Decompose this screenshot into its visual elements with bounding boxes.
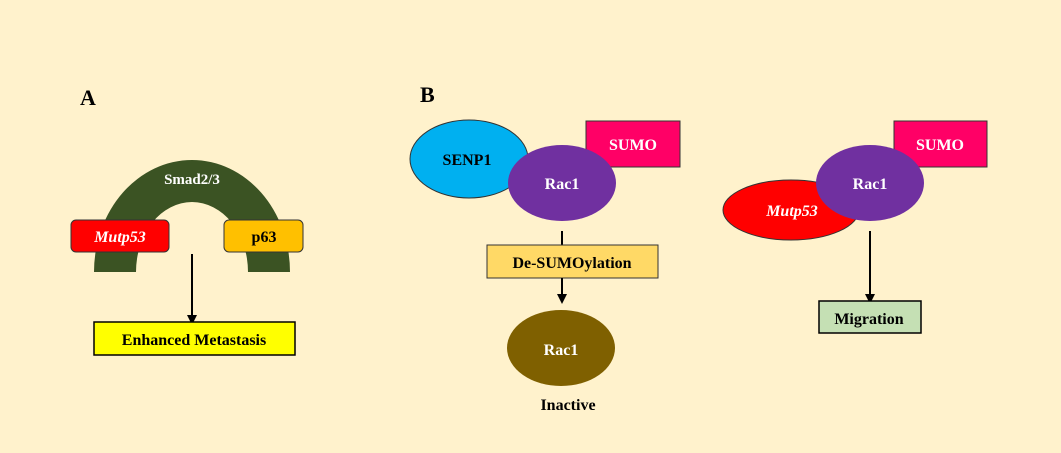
inactive-label: Inactive <box>540 397 595 414</box>
rac1-label-right: Rac1 <box>853 176 888 193</box>
rac1-inactive-ellipse <box>507 310 615 386</box>
smad23-arch <box>94 160 290 272</box>
rac1-inactive-label: Rac1 <box>544 342 579 359</box>
smad23-label: Smad2/3 <box>164 172 220 188</box>
senp1-label: SENP1 <box>443 152 492 169</box>
mutp53-box-a <box>70 219 170 253</box>
p63-label: p63 <box>252 229 277 246</box>
enhanced-metastasis-box <box>93 321 296 356</box>
sumo-label-left: SUMO <box>609 137 657 154</box>
rac1-ellipse-left <box>508 145 616 221</box>
mutp53-label-a: Mutp53 <box>93 229 146 246</box>
migration-box <box>818 300 922 334</box>
p63-box <box>223 219 304 253</box>
migration-label: Migration <box>834 311 903 328</box>
panel-a-label: A <box>80 85 96 110</box>
rac1-ellipse-right <box>816 145 924 221</box>
enhanced-metastasis-label: Enhanced Metastasis <box>122 332 266 349</box>
panel-b-label: B <box>420 82 435 107</box>
rac1-label-left: Rac1 <box>545 176 580 193</box>
de-sumoylation-box <box>486 244 659 279</box>
de-sumoylation-label: De-SUMOylation <box>512 255 631 272</box>
sumo-label-right: SUMO <box>916 137 964 154</box>
mutp53-label-b: Mutp53 <box>765 203 818 220</box>
